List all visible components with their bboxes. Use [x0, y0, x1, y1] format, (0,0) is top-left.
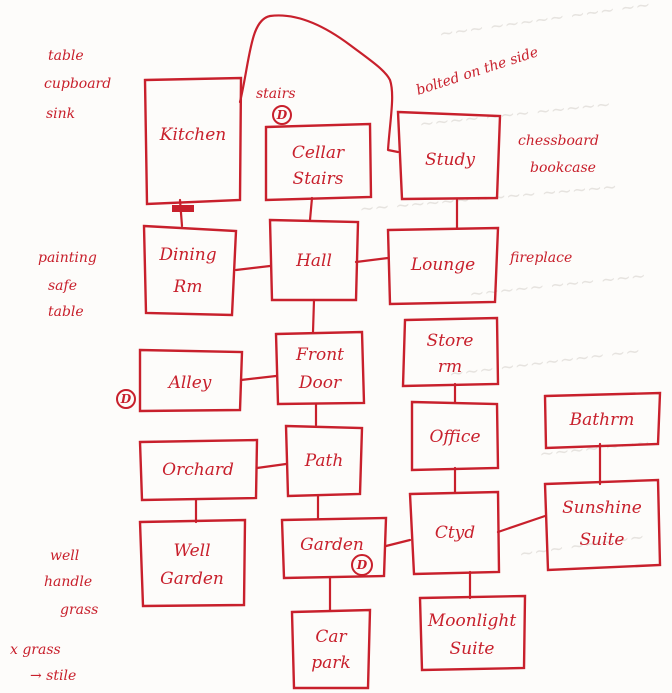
svg-text:safe: safe	[48, 278, 77, 294]
svg-text:Path: Path	[304, 451, 344, 471]
svg-text:Bathrm: Bathrm	[569, 410, 635, 430]
svg-text:Ctyd: Ctyd	[435, 523, 475, 543]
svg-text:well: well	[50, 548, 79, 564]
svg-text:Dining: Dining	[158, 245, 216, 265]
svg-text:Study: Study	[425, 150, 475, 170]
connector-dining-hall	[234, 264, 272, 272]
note-grass-stile: x grass → stile	[10, 642, 76, 684]
svg-text:rm: rm	[438, 357, 462, 377]
connector-garden-ctyd	[384, 538, 412, 548]
svg-text:handle: handle	[44, 574, 92, 590]
svg-text:Store: Store	[427, 331, 474, 351]
svg-text:Moonlight: Moonlight	[427, 611, 517, 631]
room-hall: Hall	[268, 218, 360, 302]
svg-text:Kitchen: Kitchen	[159, 125, 226, 145]
connector-hall-frontdoor	[311, 298, 316, 334]
connector-cellar-hall	[308, 196, 314, 222]
room-path: Path	[284, 424, 364, 498]
svg-text:Car: Car	[315, 627, 347, 647]
room-front-door: Front Door	[274, 330, 366, 406]
note-kitchen-contents: table cupboard sink	[44, 48, 111, 122]
svg-text:Lounge: Lounge	[410, 255, 475, 275]
svg-text:Garden: Garden	[300, 535, 364, 555]
svg-text:cupboard: cupboard	[44, 76, 111, 92]
svg-text:Rm: Rm	[173, 277, 203, 297]
svg-text:Office: Office	[430, 427, 481, 447]
svg-text:chessboard: chessboard	[518, 133, 599, 149]
svg-text:Suite: Suite	[580, 530, 625, 550]
svg-text:Well: Well	[173, 541, 210, 561]
svg-text:D: D	[276, 108, 288, 122]
svg-text:Orchard: Orchard	[162, 460, 234, 480]
connectors	[172, 14, 602, 612]
connector-ctyd-sunshine	[496, 514, 547, 534]
svg-text:sink: sink	[46, 106, 75, 122]
connector-orchard-path	[255, 462, 288, 470]
svg-text:D: D	[356, 558, 368, 572]
svg-text:table: table	[48, 304, 84, 320]
room-garden: Garden	[280, 516, 388, 580]
svg-text:Hall: Hall	[295, 251, 332, 271]
note-bolted: bolted on the side	[414, 44, 540, 99]
room-car-park: Car park	[290, 608, 372, 690]
markers: D D D	[116, 105, 373, 576]
svg-text:D: D	[120, 392, 132, 406]
room-office: Office	[410, 400, 500, 472]
reverse-side-bleed: ~~~ ~~~~~ ~~~ ~~ ~~~~ ~~~ ~~~~~ ~~ ~~~~~…	[359, 0, 652, 565]
room-study: Study	[396, 110, 502, 201]
svg-text:bookcase: bookcase	[530, 160, 596, 176]
svg-text:Stairs: Stairs	[293, 169, 344, 189]
svg-text:~~~ ~~~~~~~ ~~: ~~~ ~~~~~~~ ~~	[448, 341, 642, 385]
svg-text:Alley: Alley	[167, 373, 212, 393]
svg-text:painting: painting	[38, 250, 97, 266]
room-well-garden: Well Garden	[138, 518, 247, 608]
room-bathroom: Bathrm	[543, 391, 662, 450]
svg-text:grass: grass	[60, 602, 98, 618]
rooms: Kitchen Cellar Stairs Study Dining Rm Ha…	[138, 76, 662, 690]
svg-text:table: table	[48, 48, 84, 64]
svg-text:Garden: Garden	[160, 569, 224, 589]
room-orchard: Orchard	[138, 438, 259, 502]
room-cellar-stairs: Cellar Stairs	[264, 122, 373, 202]
garden-marker: D	[351, 554, 373, 576]
alley-marker: D	[116, 389, 136, 409]
room-moonlight-suite: Moonlight Suite	[418, 594, 527, 672]
svg-text:~~~ ~~~~~ ~~~ ~~: ~~~ ~~~~~ ~~~ ~~	[438, 0, 652, 45]
svg-text:park: park	[311, 653, 350, 673]
room-store-rm: Store rm	[401, 316, 500, 388]
room-dining-room: Dining Rm	[142, 224, 238, 317]
room-ctyd: Ctyd	[408, 490, 501, 576]
kitchen-door-bar	[172, 205, 194, 212]
svg-text:Sunshine: Sunshine	[562, 498, 642, 518]
svg-text:Front: Front	[295, 345, 344, 365]
room-sunshine-suite: Sunshine Suite	[543, 478, 662, 572]
note-lounge-fireplace: fireplace	[509, 250, 572, 266]
connector-kitchen-dining	[178, 198, 184, 228]
room-alley: Alley	[138, 348, 244, 413]
note-wellgarden-contents: well handle grass	[44, 548, 98, 618]
svg-text:→ stile: → stile	[30, 668, 76, 684]
room-lounge: Lounge	[386, 226, 500, 306]
cellar-marker: D	[272, 105, 292, 125]
svg-text:x grass: x grass	[10, 642, 61, 658]
connector-hall-lounge	[354, 256, 390, 264]
svg-text:Cellar: Cellar	[292, 143, 345, 163]
svg-text:Door: Door	[298, 373, 342, 393]
note-dining-contents: painting safe table	[38, 250, 97, 320]
room-kitchen: Kitchen	[143, 76, 243, 206]
svg-text:Suite: Suite	[450, 639, 495, 659]
note-study-contents: chessboard bookcase	[518, 133, 599, 176]
connector-kitchen-study-loop	[238, 14, 400, 154]
connector-alley-frontdoor	[239, 374, 278, 382]
note-stairs: stairs	[256, 86, 296, 102]
